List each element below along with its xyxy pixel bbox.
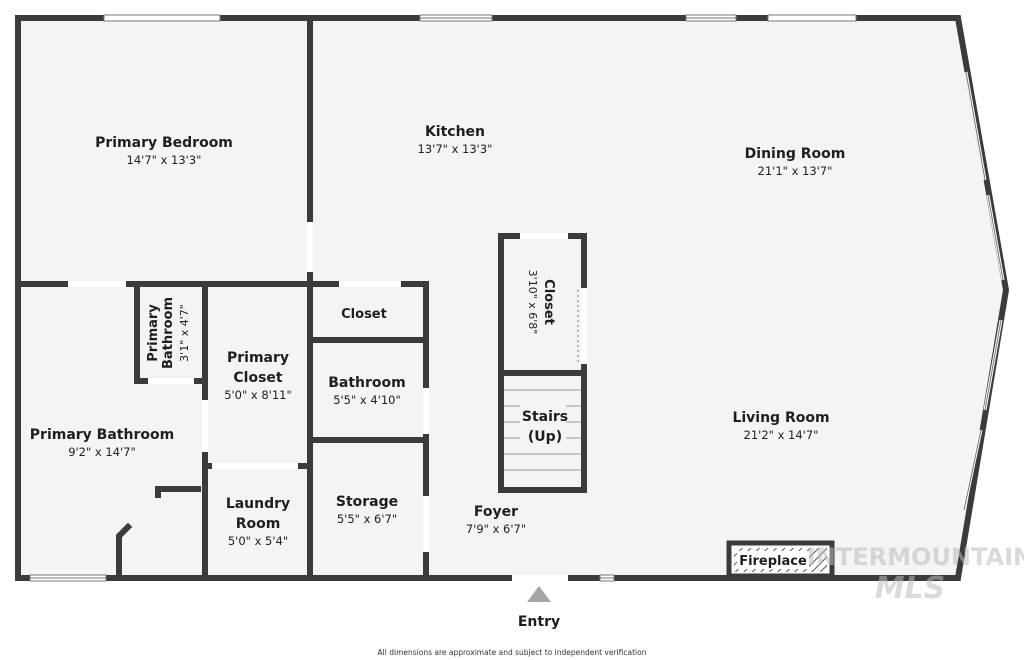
entry-label: Entry: [518, 614, 560, 630]
windows: [29, 14, 1005, 582]
room-primary-bathroom: Primary Bathroom 9'2" x 14'7": [30, 427, 174, 459]
room-closet-hall: Closet: [341, 307, 387, 322]
svg-text:MLS: MLS: [875, 571, 946, 606]
room-name-line2: Bathroom: [161, 297, 176, 369]
room-name-line2: Room: [236, 516, 281, 532]
room-dimensions: 14'7" x 13'3": [127, 153, 202, 167]
room-dimensions: 5'5" x 4'10": [333, 393, 401, 407]
disclaimer-footnote: All dimensions are approximate and subje…: [378, 648, 647, 657]
room-name-line2: Closet: [233, 370, 283, 386]
room-name: Dining Room: [745, 146, 846, 162]
room-primary-closet: Primary Closet 5'0" x 8'11": [224, 350, 292, 402]
fireplace: Fireplace: [726, 540, 835, 579]
room-name: Closet: [541, 279, 556, 325]
room-name-line1: Laundry: [226, 496, 290, 512]
room-foyer: Foyer 7'9" x 6'7": [466, 504, 526, 536]
room-kitchen: Kitchen 13'7" x 13'3": [418, 124, 493, 156]
floor-area: [18, 18, 1006, 578]
room-name: Bathroom: [328, 375, 406, 391]
room-name: Primary Bedroom: [95, 135, 233, 151]
room-laundry-room: Laundry Room 5'0" x 5'4": [226, 496, 290, 548]
room-dining-room: Dining Room 21'1" x 13'7": [745, 146, 846, 178]
room-dimensions: 7'9" x 6'7": [466, 522, 526, 536]
room-dimensions: 9'2" x 14'7": [68, 445, 136, 459]
room-bathroom: Bathroom 5'5" x 4'10": [328, 375, 406, 407]
room-name: Closet: [341, 307, 387, 322]
room-dimensions: 5'5" x 6'7": [337, 512, 397, 526]
room-dimensions: 21'1" x 13'7": [758, 164, 833, 178]
room-dimensions: 3'10" x 6'8": [526, 270, 539, 335]
room-primary-bathroom-small: Primary Bathroom 3'1" x 4'7": [146, 297, 191, 369]
svg-text:INTERMOUNTAIN: INTERMOUNTAIN: [807, 543, 1024, 571]
room-name-line1: Primary: [227, 350, 289, 366]
room-name: Living Room: [732, 410, 829, 426]
room-name: Primary Bathroom: [30, 427, 174, 443]
fireplace-label: Fireplace: [739, 554, 807, 569]
room-name: Kitchen: [425, 124, 485, 140]
room-stairs: Stairs (Up): [520, 404, 568, 448]
room-dimensions: 3'1" x 4'7": [178, 304, 191, 362]
entry-arrow-icon: [527, 586, 551, 602]
room-name-line2: (Up): [528, 429, 562, 445]
entry-marker: Entry: [518, 586, 560, 630]
room-name: Storage: [336, 494, 398, 510]
room-name-line1: Stairs: [522, 409, 568, 425]
mls-watermark: INTERMOUNTAIN MLS: [807, 543, 1024, 606]
door-openings: [68, 222, 587, 581]
room-name-line1: Primary: [146, 304, 161, 362]
room-name: Foyer: [474, 504, 518, 520]
room-closet-stair: Closet 3'10" x 6'8": [526, 270, 556, 335]
room-storage: Storage 5'5" x 6'7": [336, 494, 398, 526]
room-dimensions: 5'0" x 5'4": [228, 534, 288, 548]
room-primary-bedroom: Primary Bedroom 14'7" x 13'3": [95, 135, 233, 167]
room-living-room: Living Room 21'2" x 14'7": [732, 410, 829, 442]
room-dimensions: 21'2" x 14'7": [744, 428, 819, 442]
room-dimensions: 5'0" x 8'11": [224, 388, 292, 402]
room-dimensions: 13'7" x 13'3": [418, 142, 493, 156]
